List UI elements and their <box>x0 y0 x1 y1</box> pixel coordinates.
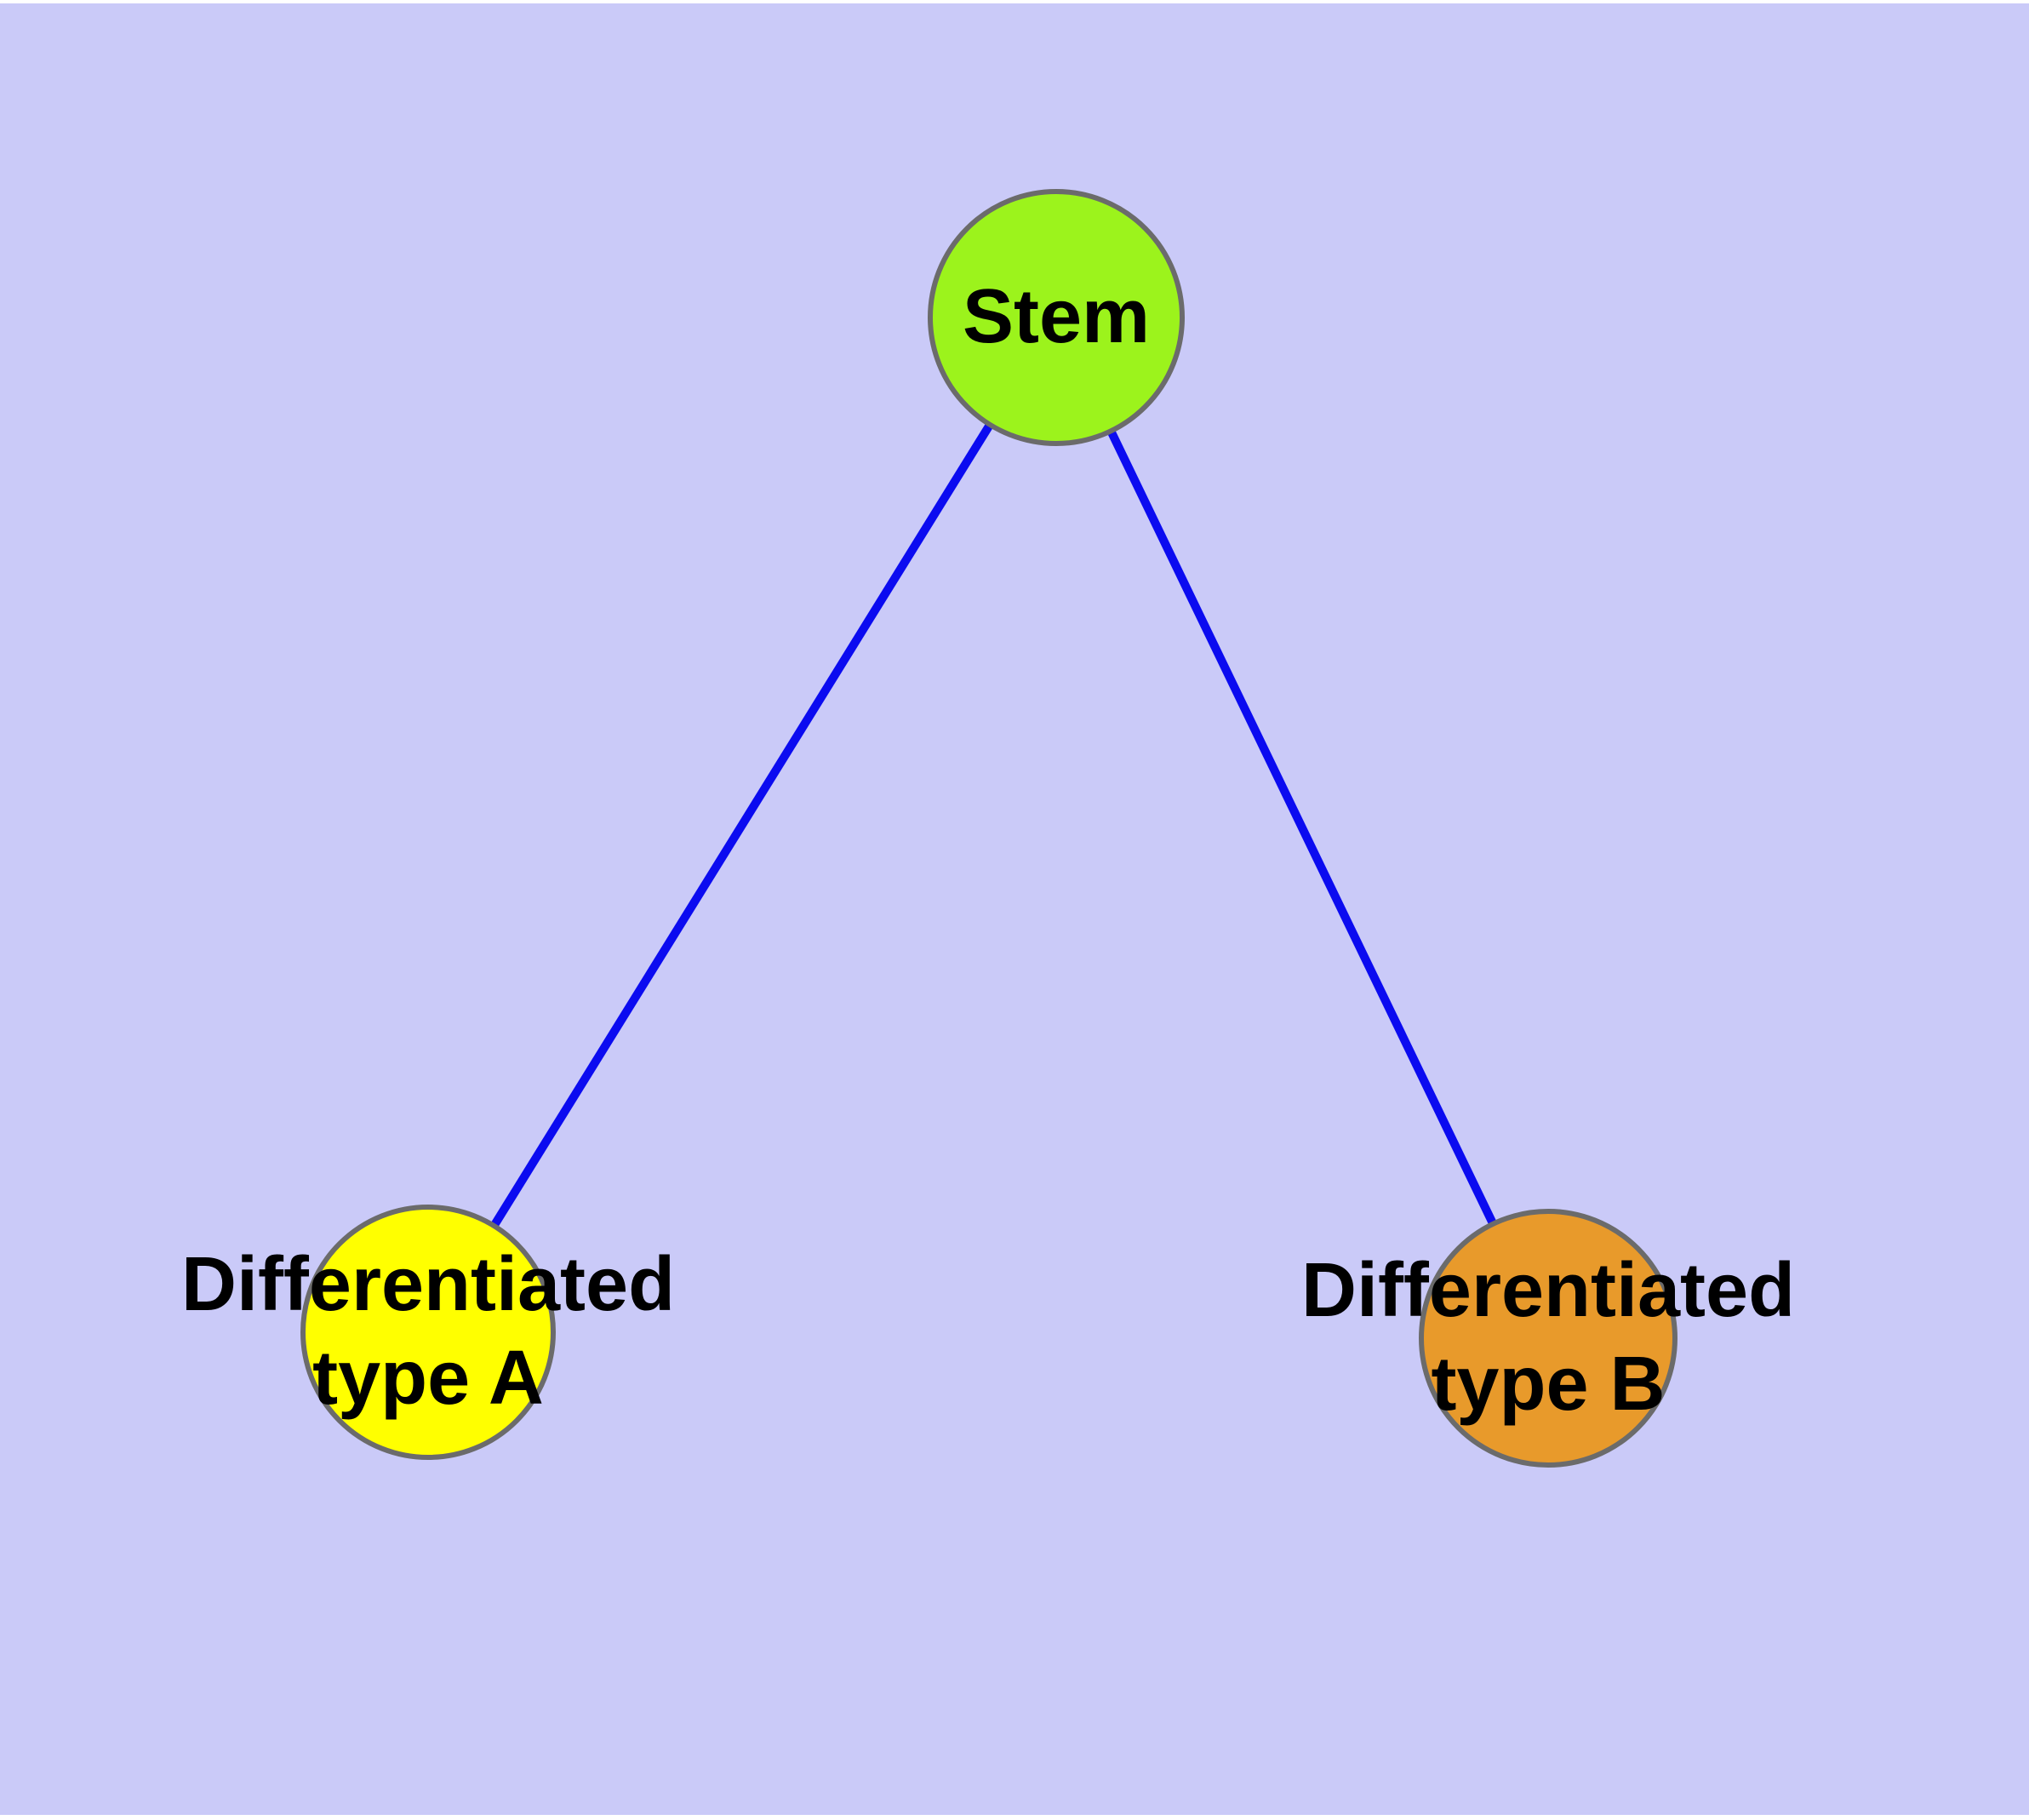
edge-group <box>424 315 1552 1341</box>
node-type-a-label: Differentiated type A <box>181 1239 675 1426</box>
node-group <box>300 189 1677 1468</box>
node-type-a-circle <box>300 1205 556 1460</box>
edge-stem-to-type-b <box>1052 315 1552 1341</box>
node-stem-circle <box>928 189 1185 446</box>
node-type-a-label-line1: Differentiated <box>180 1242 676 1328</box>
node-type-b-circle <box>1419 1209 1677 1468</box>
node-type-b-label: Differentiated type B <box>1301 1245 1795 1432</box>
node-type-b-label-line2: type B <box>1431 1342 1666 1427</box>
node-stem-label-line: Stem <box>962 274 1151 360</box>
edge-stem-to-type-a <box>424 315 1060 1335</box>
node-type-a-label-line2: type A <box>312 1336 544 1421</box>
node-type-b-label-line1: Differentiated <box>1300 1248 1796 1334</box>
node-stem-label: Stem <box>963 271 1150 364</box>
